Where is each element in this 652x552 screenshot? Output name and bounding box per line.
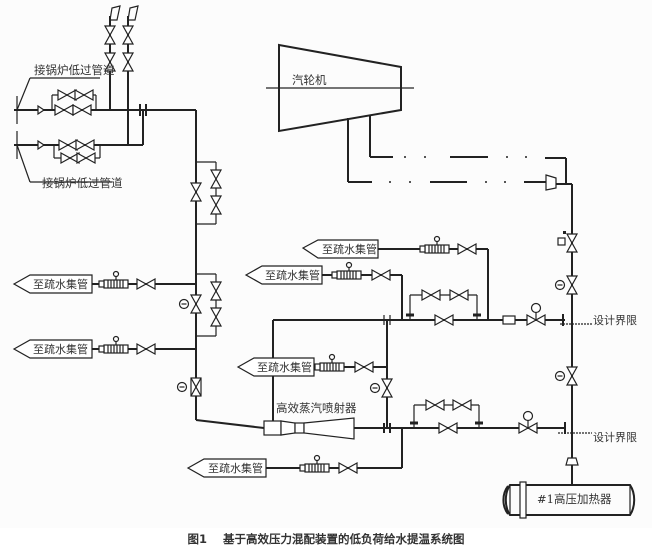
figure-title: 基于高效压力混配装置的低负荷给水提温系统图 <box>223 532 465 546</box>
label-drain-5: 至疏水集管 <box>257 360 312 374</box>
label-turbine: 汽轮机 <box>292 73 327 87</box>
drain-mid-2 <box>244 261 403 320</box>
label-design-limit-1: 设计界限 <box>593 314 637 327</box>
drain-left-2 <box>12 335 196 359</box>
drain-mid-3 <box>236 353 393 398</box>
label-design-limit-2: 设计界限 <box>593 431 637 444</box>
boiler-connection-top <box>14 5 197 420</box>
figure-number: 图1 <box>187 532 207 546</box>
label-drain-4: 至疏水集管 <box>265 268 320 282</box>
drain-bottom <box>186 454 402 478</box>
label-boiler-pipe-bottom: 接锅炉低过管道 <box>42 176 123 190</box>
label-drain-6: 至疏水集管 <box>208 461 263 475</box>
drain-mid-top <box>301 235 489 320</box>
system-diagram: 接锅炉低过管道 接锅炉低过管道 <box>12 5 637 519</box>
label-drain-3: 至疏水集管 <box>322 242 377 256</box>
label-drain-1: 至疏水集管 <box>33 277 88 291</box>
main-vertical-valves <box>176 161 265 429</box>
label-heater: #1高压加热器 <box>537 492 612 506</box>
drain-left-1 <box>12 270 196 294</box>
figure-caption: 图1 基于高效压力混配装置的低负荷给水提温系统图 <box>0 528 652 552</box>
turbine <box>266 43 572 191</box>
hp-heater-1 <box>502 481 636 519</box>
label-ejector: 高效蒸汽喷射器 <box>276 401 357 415</box>
right-vertical-line <box>554 184 579 485</box>
boiler-connection-bottom <box>14 110 144 183</box>
label-boiler-pipe-top: 接锅炉低过管道 <box>34 63 115 77</box>
label-drain-2: 至疏水集管 <box>33 342 88 356</box>
lower-header <box>401 399 592 468</box>
